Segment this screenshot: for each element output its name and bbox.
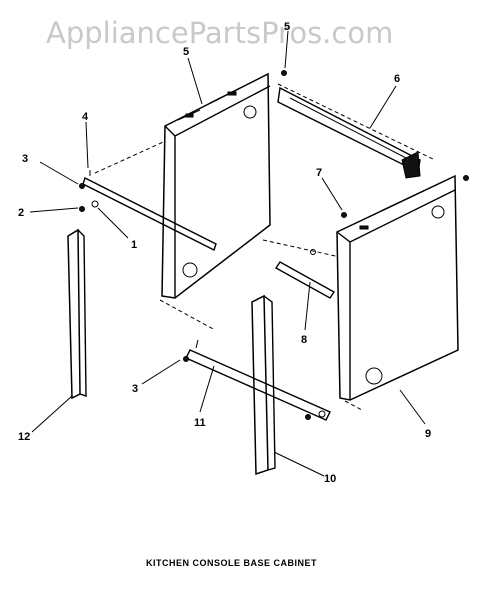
callout-1: 1 (131, 239, 137, 251)
screws (79, 70, 469, 420)
left-stile (67, 228, 87, 400)
callout-3-bottom: 3 (132, 383, 138, 395)
rear-rail (277, 86, 421, 179)
bottom-front-rail (185, 339, 331, 421)
front-top-rail (82, 170, 217, 251)
callout-labels: 1 2 3 3 4 5 5 6 7 8 9 10 11 12 (18, 21, 431, 485)
callout-4: 4 (82, 111, 89, 123)
right-side-panel (336, 174, 459, 401)
callout-3-top: 3 (22, 153, 28, 165)
callout-8: 8 (301, 334, 307, 346)
center-stile (251, 294, 276, 476)
callout-5-panel: 5 (183, 46, 189, 58)
callout-11: 11 (194, 417, 206, 429)
assembly-guide-lines (94, 83, 436, 411)
center-bracket (274, 249, 336, 299)
watermark: AppliancePartsPros.com (46, 16, 393, 50)
left-side-panel (161, 72, 271, 299)
callout-2: 2 (18, 207, 24, 219)
callout-9: 9 (425, 428, 431, 440)
callout-6: 6 (394, 73, 400, 85)
callout-7: 7 (316, 167, 322, 179)
callout-10: 10 (324, 473, 336, 485)
callout-12: 12 (18, 431, 30, 443)
callout-5-screw: 5 (284, 21, 290, 33)
leader-lines (29, 30, 426, 477)
diagram-caption: KITCHEN CONSOLE BASE CABINET (146, 558, 317, 568)
